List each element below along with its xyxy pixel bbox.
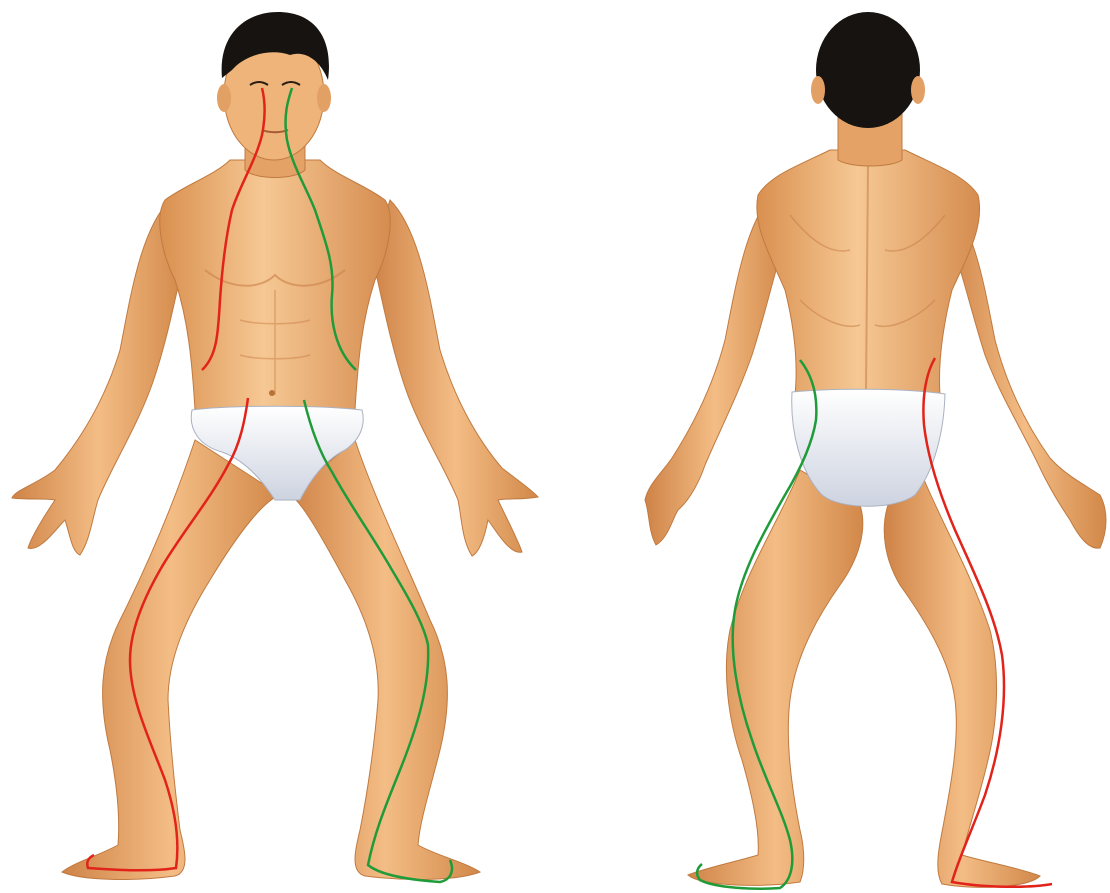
front-left-ear [217,84,231,112]
back-right-leg [884,470,1040,887]
front-view [12,12,538,882]
front-right-leg [290,440,480,879]
back-left-leg [688,470,863,885]
back-right-ear [911,76,925,104]
front-right-arm [372,200,538,556]
front-left-arm [12,200,185,555]
front-navel [269,390,275,396]
back-left-ear [811,76,825,104]
back-view [645,12,1106,889]
back-left-arm [645,195,785,545]
front-right-ear [317,84,331,112]
back-head [816,12,920,128]
